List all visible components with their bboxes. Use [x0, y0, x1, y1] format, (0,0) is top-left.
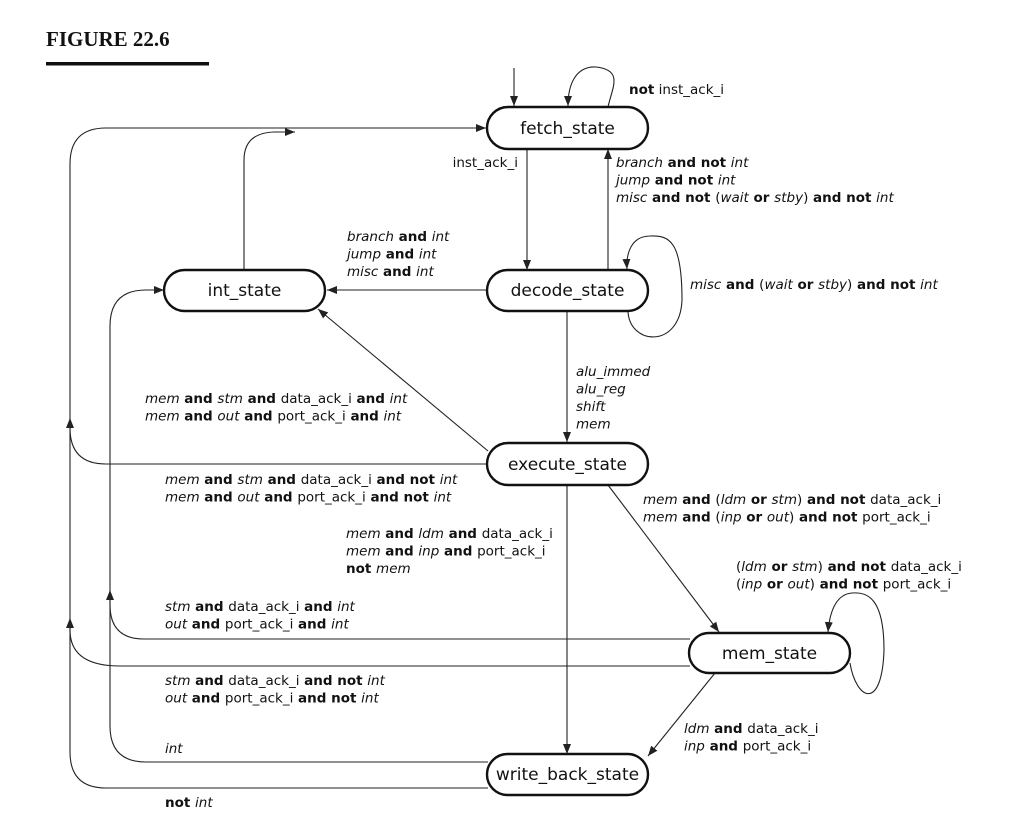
condition-line: mem and ldm and data_ack_i	[346, 526, 553, 542]
condition-line: misc and not (wait or stby) and not int	[616, 190, 894, 206]
condition-line: inst_ack_i	[453, 155, 518, 171]
condition-line: ldm and data_ack_i	[684, 721, 818, 737]
condition-line: (inp or out) and not port_ack_i	[736, 577, 951, 593]
cond-mem-to-fetch: stm and data_ack_i and not int out and po…	[165, 673, 386, 707]
state-fetch: fetch_state	[485, 105, 650, 151]
edge-int-to-fetch	[243, 128, 295, 270]
condition-line: branch and int	[347, 229, 450, 245]
conditions: not inst_ack_i inst_ack_i branch and not…	[145, 82, 962, 811]
condition-line: branch and not int	[616, 155, 749, 171]
cond-write-back-to-int: int	[165, 741, 183, 757]
condition-line: mem and stm and data_ack_i and int	[145, 391, 408, 407]
condition-line: (ldm or stm) and not data_ack_i	[736, 559, 962, 575]
edge-decode-self	[622, 235, 683, 338]
title-rule	[46, 62, 209, 66]
state-execute: execute_state	[485, 441, 650, 487]
condition-line: mem and inp and port_ack_i	[346, 544, 546, 560]
condition-line: misc and int	[347, 264, 434, 280]
condition-line: shift	[576, 399, 606, 415]
condition-line: stm and data_ack_i and not int	[165, 673, 386, 689]
edge-mem-to-write-back	[647, 672, 716, 757]
edges	[66, 66, 885, 789]
condition-line: alu_reg	[576, 382, 626, 398]
state-label-decode: decode_state	[511, 281, 625, 301]
cond-fetch-self: not inst_ack_i	[629, 82, 724, 98]
cond-execute-to-fetch: mem and stm and data_ack_i and not int me…	[165, 472, 458, 506]
condition-line: mem and stm and data_ack_i and not int	[165, 472, 458, 488]
cond-mem-to-int: stm and data_ack_i and int out and port_a…	[165, 599, 356, 633]
state-int: int_state	[162, 268, 327, 313]
state-label-fetch: fetch_state	[520, 119, 615, 139]
condition-line: mem and out and port_ack_i and int	[145, 409, 402, 425]
edge-write-back-to-int	[106, 590, 488, 763]
edge-mem-self	[824, 592, 885, 695]
state-label-int: int_state	[208, 281, 282, 301]
edge-execute-to-mem	[607, 484, 720, 633]
cond-write-back-to-fetch: not int	[165, 795, 213, 811]
edge-execute-to-int	[317, 308, 489, 452]
state-label-execute: execute_state	[508, 455, 627, 475]
figure-title: FIGURE 22.6	[46, 27, 170, 51]
condition-line: stm and data_ack_i and int	[165, 599, 356, 615]
condition-line: mem and (inp or out) and not port_ack_i	[643, 510, 931, 526]
cond-fetch-to-decode: inst_ack_i	[453, 155, 518, 171]
condition-line: alu_immed	[576, 364, 651, 380]
state-mem: mem_state	[687, 631, 852, 675]
condition-line: inp and port_ack_i	[684, 739, 811, 755]
edge-write-back-to-fetch	[66, 618, 488, 789]
state-label-mem: mem_state	[722, 644, 817, 664]
state-decode: decode_state	[485, 268, 650, 313]
condition-line: misc and (wait or stby) and not int	[690, 277, 938, 293]
cond-execute-to-int: mem and stm and data_ack_i and int mem an…	[145, 391, 408, 425]
condition-line: mem and out and port_ack_i and not int	[165, 490, 452, 506]
condition-line: jump and not int	[614, 173, 736, 189]
edge-fetch-self	[564, 66, 615, 108]
condition-line: jump and int	[345, 247, 437, 263]
condition-line: not int	[165, 795, 213, 811]
condition-line: not mem	[346, 561, 411, 577]
edge-mem-to-int	[109, 286, 690, 640]
edge-execute-to-fetch	[69, 124, 486, 465]
state-write-back: write_back_state	[485, 752, 650, 797]
condition-line: not inst_ack_i	[629, 82, 724, 98]
condition-line: mem and (ldm or stm) and not data_ack_i	[643, 492, 941, 508]
condition-line: out and port_ack_i and int	[165, 617, 349, 633]
condition-line: int	[165, 741, 183, 757]
cond-mem-self: (ldm or stm) and not data_ack_i (inp or o…	[736, 559, 962, 593]
condition-line: mem	[576, 417, 611, 433]
cond-decode-self: misc and (wait or stby) and not int	[690, 277, 938, 293]
state-label-write-back: write_back_state	[496, 765, 639, 785]
condition-line: out and port_ack_i and not int	[165, 691, 379, 707]
